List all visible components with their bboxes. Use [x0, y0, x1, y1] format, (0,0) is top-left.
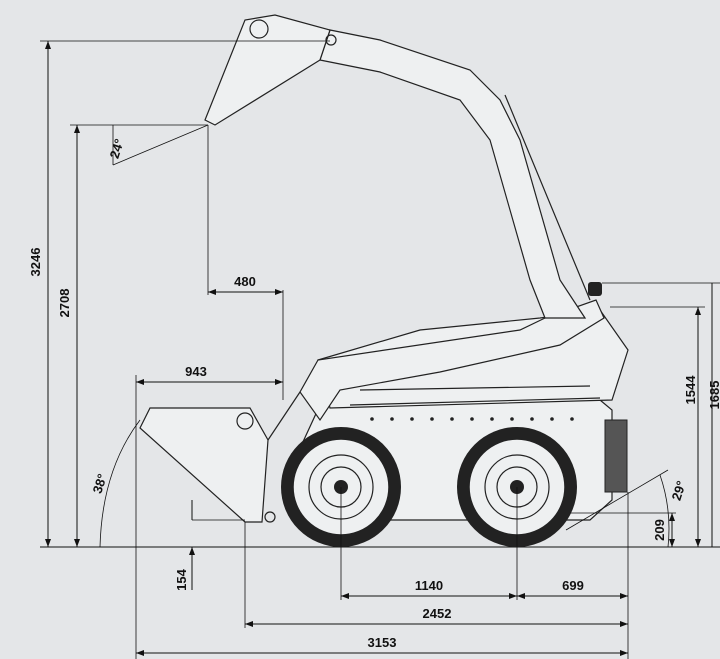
- dim-overall-height: 3246: [28, 40, 330, 547]
- dim-dump-angle: 24°: [107, 124, 209, 166]
- dim-height-to-top: 1685: [602, 282, 720, 547]
- dim-operator-height: 1544: [610, 306, 705, 547]
- label-overall-height: 3246: [28, 248, 43, 277]
- dim-departure-angle: 29°: [565, 469, 689, 548]
- dim-hinge-height: 2708: [57, 124, 208, 547]
- label-ground-clearance: 209: [652, 519, 667, 541]
- label-bucket-reach: 943: [185, 364, 207, 379]
- rear-grill: [604, 419, 628, 493]
- dim-length-without-bucket: 2452: [244, 522, 628, 628]
- label-wheelbase: 1140: [415, 578, 443, 593]
- dim-rear-overhang: 699: [517, 492, 629, 659]
- label-length-without-bucket: 2452: [423, 606, 452, 621]
- dim-bucket-reach: 943: [135, 364, 283, 659]
- label-overall-length: 3153: [368, 635, 397, 650]
- pivot-cap: [588, 282, 602, 296]
- bucket-raised: [204, 14, 331, 126]
- label-departure-angle: 29°: [669, 479, 689, 502]
- label-dump-angle: 24°: [107, 137, 127, 160]
- label-rollback-angle: 38°: [90, 472, 110, 495]
- dim-reach-max: 480: [207, 125, 284, 400]
- dim-rollback-angle: 38°: [90, 419, 141, 548]
- label-hinge-height: 2708: [57, 289, 72, 318]
- lift-cylinder: [504, 94, 591, 301]
- rivet-row: [370, 417, 574, 421]
- body-line-2: [359, 385, 591, 391]
- lift-arm-lowered: [299, 299, 605, 422]
- dim-wheelbase: 1140: [340, 487, 518, 600]
- dim-dig-depth: 154: [174, 500, 245, 591]
- bucket-lowered: [139, 407, 269, 523]
- body-line: [349, 397, 601, 406]
- label-operator-height: 1544: [683, 375, 698, 405]
- dim-overall-length: 3153: [136, 635, 628, 656]
- label-reach-max: 480: [234, 274, 256, 289]
- lift-arm-raised: [319, 29, 587, 319]
- label-dig-depth: 154: [174, 568, 189, 590]
- tilt-link: [267, 391, 301, 441]
- label-height-to-top: 1685: [707, 381, 720, 410]
- dim-ground-clearance: 209: [570, 512, 676, 547]
- skid-steer-loader: [139, 14, 629, 547]
- label-rear-overhang: 699: [562, 578, 584, 593]
